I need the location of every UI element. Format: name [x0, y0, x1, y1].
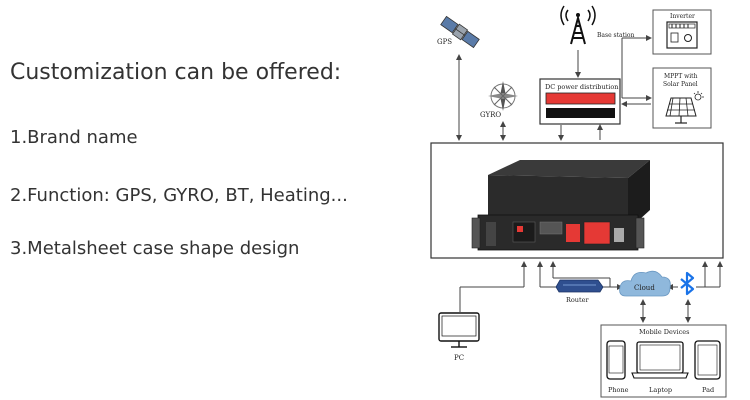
battery-unit	[471, 160, 650, 251]
heading: Customization can be offered:	[10, 60, 342, 85]
mobile-devices-label: Mobile Devices	[639, 328, 689, 336]
dc-red-bar	[545, 92, 616, 105]
pad-icon	[694, 340, 721, 380]
list-item-function: 2.Function: GPS, GYRO, BT, Heating...	[10, 185, 348, 206]
laptop-label: Laptop	[649, 386, 672, 394]
dc-power-label: DC power distribution	[545, 83, 618, 91]
router-label: Router	[566, 296, 589, 304]
bluetooth-icon	[680, 271, 695, 296]
router-icon	[555, 279, 604, 293]
phone-label: Phone	[608, 386, 629, 394]
mppt-label-line1: MPPT with	[664, 73, 698, 80]
dc-black-bar	[546, 108, 615, 118]
cloud-label: Cloud	[634, 284, 655, 292]
bottom-connections	[459, 261, 723, 323]
list-item-case: 3.Metalsheet case shape design	[10, 238, 300, 259]
base-station-label: Base station	[597, 32, 635, 39]
top-connections	[456, 35, 652, 141]
antenna-icon	[560, 5, 596, 45]
mppt-label-line2: Solar Panel	[663, 81, 698, 88]
phone-icon	[606, 340, 626, 380]
gps-label: GPS	[437, 38, 452, 46]
compass-icon	[488, 81, 518, 111]
satellite-icon	[440, 15, 480, 49]
pc-label: PC	[454, 354, 464, 362]
pc-monitor-icon	[438, 312, 480, 348]
inverter-icon	[666, 21, 698, 49]
list-item-brand: 1.Brand name	[10, 127, 138, 148]
cloud-icon	[619, 270, 671, 297]
pad-label: Pad	[702, 386, 714, 394]
gyro-label: GYRO	[480, 111, 501, 119]
solar-panel-icon	[665, 91, 704, 124]
inverter-label: Inverter	[670, 13, 695, 20]
laptop-icon	[631, 341, 689, 379]
